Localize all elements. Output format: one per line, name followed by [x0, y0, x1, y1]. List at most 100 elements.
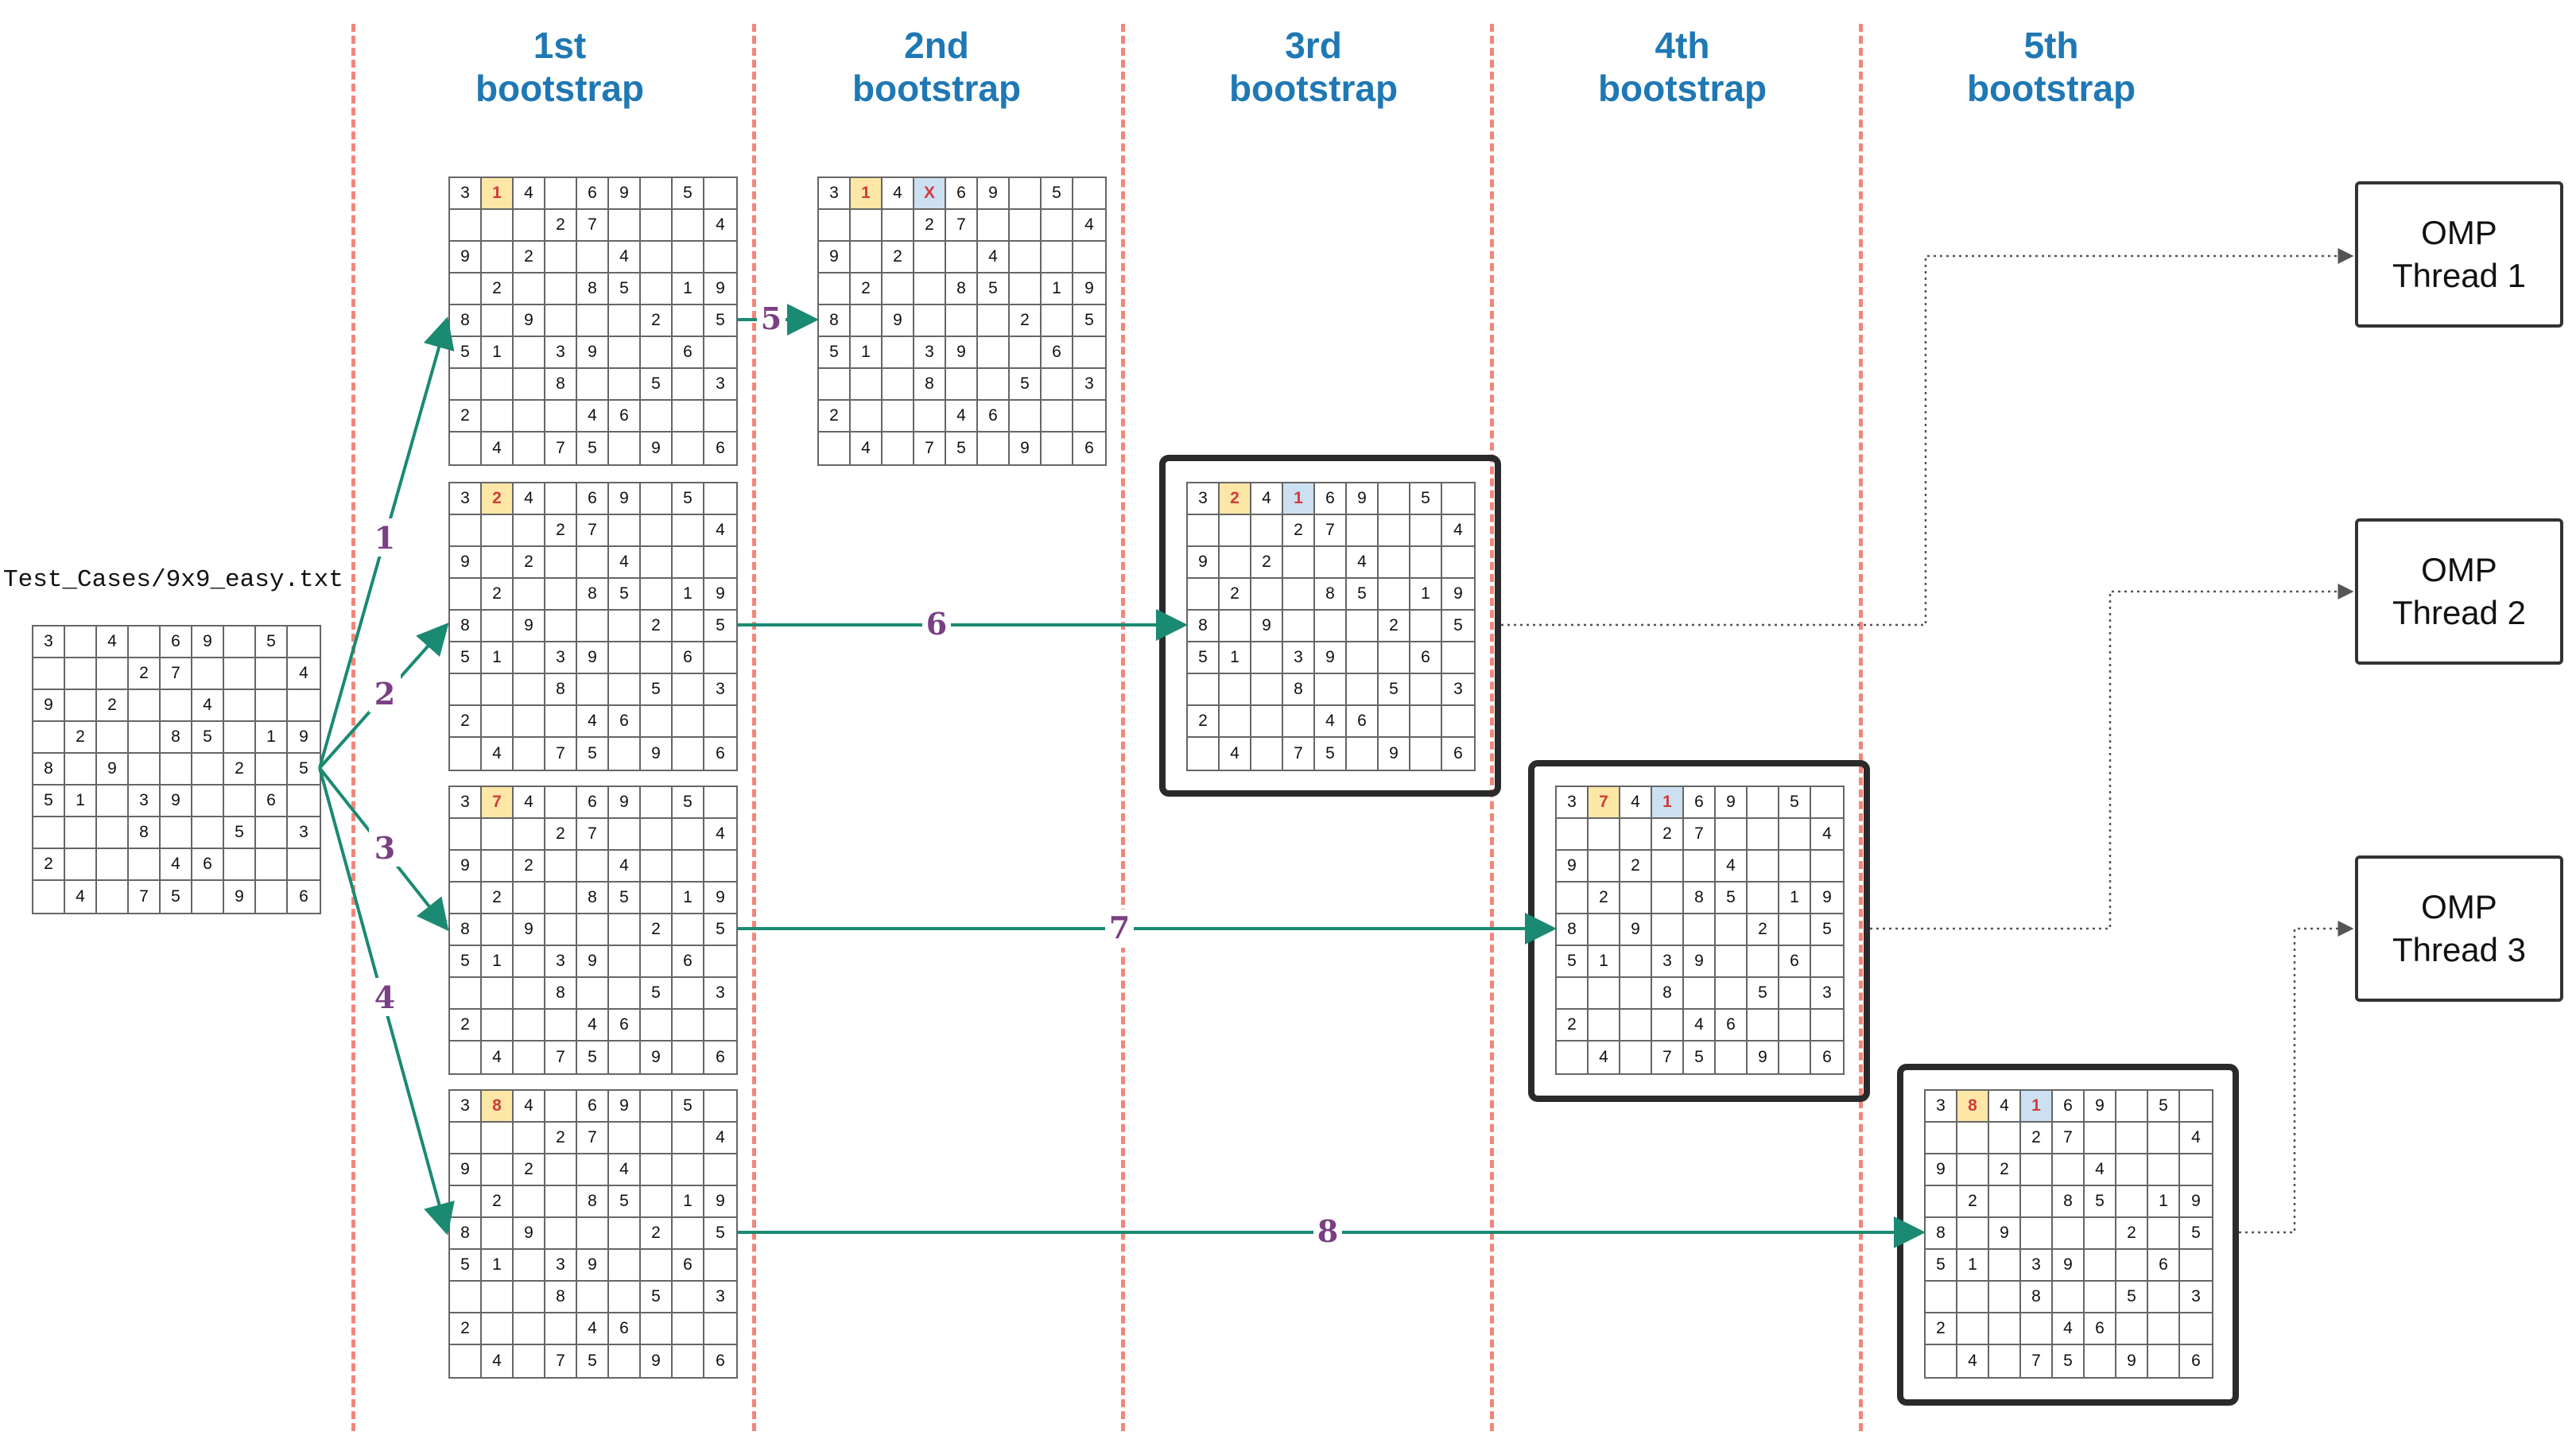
sudoku-cell: 2: [1010, 305, 1042, 337]
sudoku-cell: [514, 946, 545, 978]
sudoku-cell: 9: [1315, 642, 1347, 674]
sudoku-cell: [2085, 1282, 2116, 1313]
sudoku-cell: [1989, 1313, 2021, 1345]
sudoku-cell: X: [914, 178, 946, 210]
sudoku-cell: [2180, 1313, 2212, 1345]
sudoku-cell: 9: [704, 579, 736, 611]
sudoku-cell: 3: [1926, 1091, 1957, 1123]
sudoku-cell: 4: [2085, 1154, 2116, 1186]
sudoku-cell: [883, 433, 914, 464]
sudoku-cell: 5: [577, 738, 609, 770]
sudoku-cell: 6: [577, 1091, 609, 1123]
sudoku-cell: [577, 547, 609, 579]
sudoku-cell: [450, 515, 482, 547]
sudoku-cell: [482, 547, 514, 579]
sudoku-cell: [1652, 1010, 1684, 1042]
sudoku-cell: 9: [450, 1154, 482, 1186]
sudoku-cell: [1748, 851, 1779, 883]
sudoku-cell: 5: [288, 754, 320, 786]
sudoku-cell: [2021, 1186, 2053, 1218]
sudoku-cell: [641, 883, 673, 914]
thread-label: OMP Thread 1: [2392, 214, 2527, 294]
sudoku-cell: [641, 1123, 673, 1154]
sudoku-cell: 1: [1779, 883, 1811, 914]
sudoku-cell: 9: [704, 273, 736, 305]
sudoku-cell: [514, 369, 545, 401]
sudoku-cell: [224, 690, 256, 722]
sudoku-cell: [2021, 1154, 2053, 1186]
sudoku-cell: [129, 690, 161, 722]
sudoku-cell: [1811, 1010, 1843, 1042]
sudoku-cell: [65, 754, 97, 786]
sudoku-cell: 5: [2148, 1091, 2180, 1123]
sudoku-cell: [2180, 1091, 2212, 1123]
sudoku-cell: [577, 978, 609, 1010]
sudoku-cell: 2: [2021, 1123, 2053, 1154]
sudoku-cell: 2: [2116, 1218, 2148, 1250]
sudoku-cell: 8: [1188, 611, 1220, 642]
sudoku-cell: [1379, 515, 1410, 547]
sudoku-cell: [1379, 706, 1410, 738]
arrow-label-bg: [369, 828, 401, 867]
sudoku-cell: [1620, 1042, 1652, 1073]
sudoku-cell: [65, 627, 97, 658]
sudoku-cell: 5: [192, 722, 224, 754]
sudoku-cell: 2: [545, 515, 577, 547]
sudoku-cell: [129, 849, 161, 881]
column-header-label: 1st bootstrap: [475, 25, 645, 109]
sudoku-cell: [482, 369, 514, 401]
sudoku-cell: 5: [1042, 178, 1073, 210]
sudoku-cell: [1589, 819, 1620, 851]
sudoku-cell: [641, 819, 673, 851]
sudoku-cell: [673, 819, 704, 851]
sudoku-cell: 4: [1957, 1345, 1989, 1377]
sudoku-cell: 9: [1989, 1218, 2021, 1250]
sudoku-cell: 2: [641, 305, 673, 337]
sudoku-cell: 9: [2180, 1186, 2212, 1218]
sudoku-cell: [641, 547, 673, 579]
sudoku-cell: [1410, 611, 1442, 642]
sudoku-cell: [514, 819, 545, 851]
sudoku-cell: [482, 706, 514, 738]
sudoku-cell: 5: [641, 674, 673, 706]
sudoku-cell: [577, 369, 609, 401]
sudoku-cell: 9: [224, 881, 256, 913]
sudoku-cell: [33, 881, 65, 913]
sudoku-cell: 3: [450, 1091, 482, 1123]
sudoku-cell: [1042, 401, 1073, 433]
sudoku-cell: [450, 738, 482, 770]
column-divider: [1490, 24, 1494, 1431]
sudoku-cell: [1957, 1313, 1989, 1345]
column-header-label: 4th bootstrap: [1597, 25, 1767, 109]
sudoku-cell: [914, 273, 946, 305]
sudoku-cell: 2: [641, 611, 673, 642]
sudoku-cell: [2116, 1313, 2148, 1345]
sudoku-cell: 2: [1220, 483, 1251, 515]
sudoku-cell: [1989, 1186, 2021, 1218]
sudoku-cell: 6: [1453, 744, 1463, 762]
column-header-3rd-bootstrap: 3rd bootstrap: [1170, 24, 1457, 110]
sudoku-cell: [2116, 1123, 2148, 1154]
sudoku-cell: 4: [288, 658, 320, 690]
sudoku-cell: 8: [1283, 674, 1315, 706]
sudoku-cell: 5: [1926, 1250, 1957, 1282]
sudoku-cell: 2: [97, 690, 129, 722]
sudoku-cell: [673, 978, 704, 1010]
sudoku-cell: [1220, 674, 1251, 706]
sudoku-cell: 6: [1822, 1048, 1832, 1066]
sudoku-cell: [545, 242, 577, 273]
sudoku-cell: [1589, 1010, 1620, 1042]
sudoku-cell: [2148, 1123, 2180, 1154]
sudoku-cell: 9: [450, 547, 482, 579]
sudoku-cell: [256, 817, 288, 849]
sudoku-cell: 7: [1315, 515, 1347, 547]
sudoku-cell: [577, 914, 609, 946]
sudoku-cell: [1557, 883, 1589, 914]
sudoku-cell: [673, 369, 704, 401]
sudoku-cell: 9: [1748, 1042, 1779, 1073]
sudoku-cell: 3: [704, 674, 736, 706]
sudoku-cell: [482, 401, 514, 433]
sudoku-cell: [1042, 369, 1073, 401]
